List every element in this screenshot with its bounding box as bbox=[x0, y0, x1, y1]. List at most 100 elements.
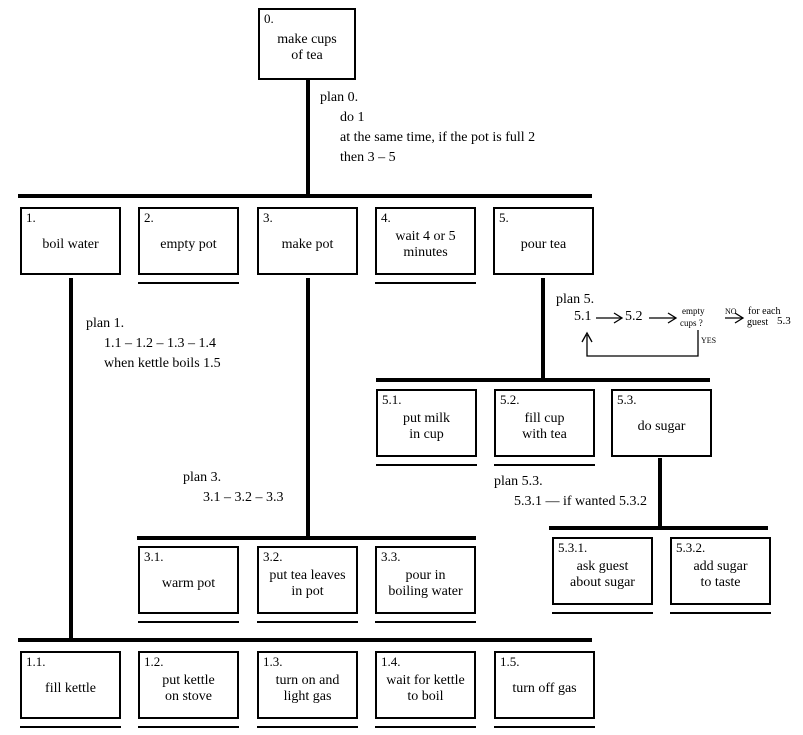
node-number: 3.1. bbox=[144, 549, 164, 564]
plan-1-step: when kettle boils 1.5 bbox=[104, 356, 221, 371]
node-3-3: 3.3. pour in boiling water bbox=[375, 546, 476, 614]
node-number: 3.2. bbox=[263, 549, 283, 564]
node-number: 3.3. bbox=[381, 549, 401, 564]
node-number: 3. bbox=[263, 210, 273, 225]
node-5-3-1-underline bbox=[552, 612, 653, 614]
node-label: fill kettle bbox=[45, 681, 96, 696]
node-3-3-underline bbox=[375, 621, 476, 623]
node-5-1: 5.1. put milk in cup bbox=[376, 389, 477, 457]
node-2: 2. empty pot bbox=[138, 207, 239, 275]
node-3-2: 3.2. put tea leaves in pot bbox=[257, 546, 358, 614]
node-number: 5. bbox=[499, 210, 509, 225]
plan-3-title: plan 3. bbox=[183, 470, 222, 485]
plan-0: plan 0. do 1 at the same time, if the po… bbox=[320, 88, 535, 168]
node-label: wait for kettle to boil bbox=[386, 673, 465, 704]
node-number: 1.1. bbox=[26, 654, 46, 669]
flow-loop-head bbox=[581, 331, 593, 343]
node-5-3: 5.3. do sugar bbox=[611, 389, 712, 457]
node-5: 5. pour tea bbox=[493, 207, 594, 275]
node-number: 2. bbox=[144, 210, 154, 225]
node-label: make pot bbox=[281, 237, 334, 252]
plan-5-for-each: for each bbox=[748, 306, 781, 317]
node-label: make cups of tea bbox=[277, 32, 337, 63]
node-1: 1. boil water bbox=[20, 207, 121, 275]
node-number: 4. bbox=[381, 210, 391, 225]
node-number: 5.3.2. bbox=[676, 540, 706, 555]
node-1-4: 1.4. wait for kettle to boil bbox=[375, 651, 476, 719]
plan-1-step: 1.1 – 1.2 – 1.3 – 1.4 bbox=[104, 336, 216, 351]
node-1-2: 1.2. put kettle on stove bbox=[138, 651, 239, 719]
node-label: pour in boiling water bbox=[388, 568, 463, 599]
node-label: add sugar to taste bbox=[693, 559, 748, 590]
node-1-5-underline bbox=[494, 726, 595, 728]
flow-arrow-head-2 bbox=[667, 312, 678, 324]
plan-5-title: plan 5. bbox=[556, 292, 595, 307]
flow-arrow-head-1 bbox=[613, 312, 624, 324]
node-1-4-underline bbox=[375, 726, 476, 728]
node-3-1: 3.1. warm pot bbox=[138, 546, 239, 614]
node-5-3-2-underline bbox=[670, 612, 771, 614]
node-number: 0. bbox=[264, 11, 274, 26]
node-label: do sugar bbox=[637, 419, 686, 434]
node-number: 5.2. bbox=[500, 392, 520, 407]
node-label: warm pot bbox=[161, 576, 216, 591]
node-label: pour tea bbox=[520, 237, 567, 252]
node-number: 1.2. bbox=[144, 654, 164, 669]
node-label: ask guest about sugar bbox=[570, 559, 635, 590]
flow-arrow-head-3 bbox=[734, 312, 745, 324]
node-2-underline bbox=[138, 282, 239, 284]
plan-5-guest: guest bbox=[747, 317, 769, 328]
node-label: wait 4 or 5 minutes bbox=[395, 229, 456, 260]
plan-0-step: then 3 – 5 bbox=[340, 150, 396, 165]
flow-loop-back bbox=[586, 330, 699, 357]
node-4: 4. wait 4 or 5 minutes bbox=[375, 207, 476, 275]
node-number: 5.3. bbox=[617, 392, 637, 407]
node-3-1-underline bbox=[138, 621, 239, 623]
node-label: put kettle on stove bbox=[162, 673, 215, 704]
node-3: 3. make pot bbox=[257, 207, 358, 275]
node-0: 0. make cups of tea bbox=[258, 8, 356, 80]
node-5-2-underline bbox=[494, 464, 595, 466]
plan-53: plan 5.3. 5.3.1 — if wanted 5.3.2 bbox=[494, 472, 647, 512]
plan-5-step-5-3: 5.3 bbox=[777, 315, 791, 327]
plan-1: plan 1. 1.1 – 1.2 – 1.3 – 1.4 when kettl… bbox=[86, 314, 221, 374]
node-number: 1.4. bbox=[381, 654, 401, 669]
node-number: 5.3.1. bbox=[558, 540, 588, 555]
node-1-2-underline bbox=[138, 726, 239, 728]
node-label: fill cup with tea bbox=[522, 411, 567, 442]
plan-5-step-5-2: 5.2 bbox=[625, 309, 643, 324]
plan-0-step: at the same time, if the pot is full 2 bbox=[340, 130, 536, 145]
node-number: 5.1. bbox=[382, 392, 402, 407]
node-number: 1.5. bbox=[500, 654, 520, 669]
node-number: 1. bbox=[26, 210, 36, 225]
node-label: put tea leaves in pot bbox=[269, 568, 346, 599]
plan-5-question-line1: empty bbox=[682, 306, 705, 316]
node-5-3-1: 5.3.1. ask guest about sugar bbox=[552, 537, 653, 605]
plan-3: plan 3. 3.1 – 3.2 – 3.3 bbox=[183, 468, 284, 508]
node-label: turn off gas bbox=[512, 681, 577, 696]
plan-0-step: do 1 bbox=[340, 110, 365, 125]
plan-5-no-label: NO bbox=[725, 307, 737, 316]
plan-1-title: plan 1. bbox=[86, 316, 125, 331]
plan-3-step: 3.1 – 3.2 – 3.3 bbox=[203, 490, 284, 505]
node-label: boil water bbox=[42, 237, 99, 252]
node-label: empty pot bbox=[160, 237, 217, 252]
node-1-3-underline bbox=[257, 726, 358, 728]
plan-53-step: 5.3.1 — if wanted 5.3.2 bbox=[514, 494, 647, 509]
node-label: turn on and light gas bbox=[275, 673, 340, 704]
node-1-3: 1.3. turn on and light gas bbox=[257, 651, 358, 719]
plan-0-title: plan 0. bbox=[320, 90, 359, 105]
node-5-1-underline bbox=[376, 464, 477, 466]
node-label: put milk in cup bbox=[402, 411, 451, 442]
node-1-1-underline bbox=[20, 726, 121, 728]
node-1-5: 1.5. turn off gas bbox=[494, 651, 595, 719]
plan-53-title: plan 5.3. bbox=[494, 474, 543, 489]
node-3-2-underline bbox=[257, 621, 358, 623]
node-4-underline bbox=[375, 282, 476, 284]
node-5-2: 5.2. fill cup with tea bbox=[494, 389, 595, 457]
node-number: 1.3. bbox=[263, 654, 283, 669]
plan-5-yes-label: YES bbox=[701, 336, 717, 345]
node-5-3-2: 5.3.2. add sugar to taste bbox=[670, 537, 771, 605]
